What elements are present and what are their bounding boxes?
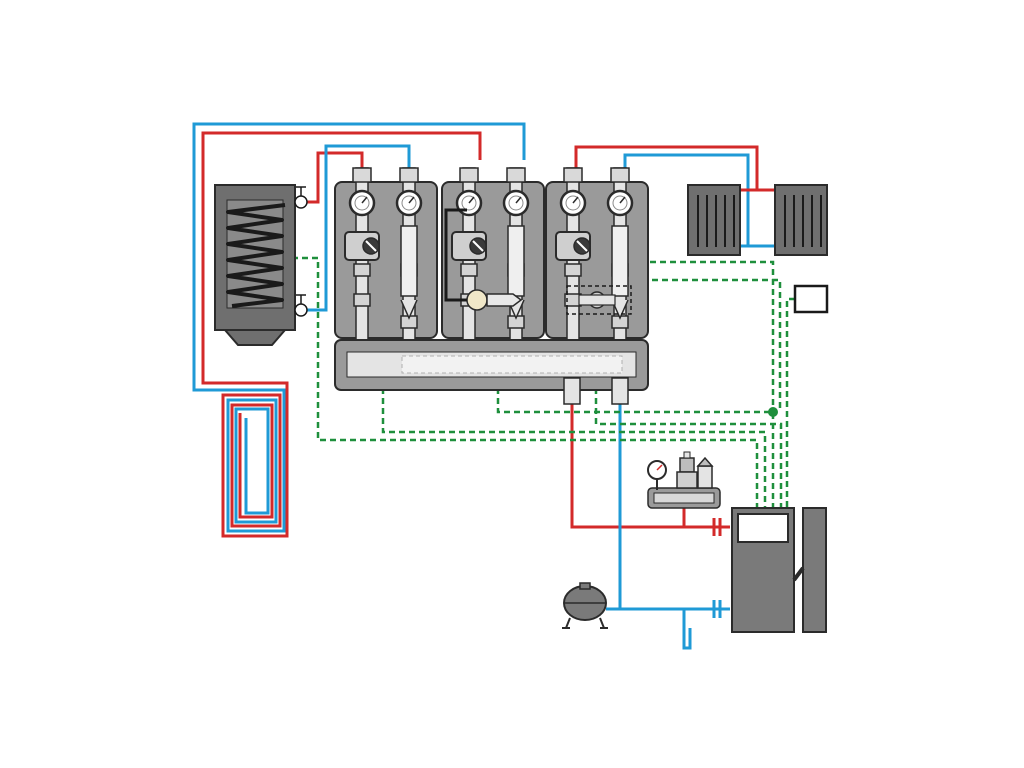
radiator-supply-pipe [574,145,775,192]
pipe-union [564,263,582,277]
ball-valve-cap [610,167,630,183]
wire-room-controller [785,297,795,508]
ball-valve-cap [506,167,526,183]
room-controller [793,284,829,314]
tank-lower-valve-icon [294,294,308,317]
check-valve-body [400,225,418,297]
floor-heating-supply-pipe [201,131,482,538]
tank-upper-valve-icon [294,186,308,209]
tank-return-pipe [296,144,411,312]
hot-water-storage-tank [214,184,308,346]
pipe-union [353,263,371,277]
return-union-icon [712,600,722,618]
pump-station-direct [334,167,438,345]
boiler [731,507,795,633]
safety-group [647,451,721,509]
boiler-controller-cable [792,566,805,582]
wire-station3-pump [594,268,783,508]
expansion-vessel [562,582,608,629]
ball-valve-cap [563,167,583,183]
hydraulic-manifold [334,339,649,405]
manifold-outlet-right [611,377,629,405]
boiler-display [737,513,789,543]
radiator-return-pipe [623,153,775,248]
pipe-union [353,293,371,307]
heating-coil [226,203,286,308]
wire-mixer-top [612,278,782,412]
air-vent-icon [676,451,698,489]
pipe-union [460,263,478,277]
mixing-actuator-outline [566,285,632,315]
ball-valve-cap [352,167,372,183]
radiator-left [687,184,741,256]
ball-valve-cap [459,167,479,183]
safety-valve-icon [696,456,714,489]
pump-stations [334,167,649,345]
boiler-controller [802,507,827,633]
floor-heating-return-pipe [192,122,526,533]
drain-pipe [682,609,692,650]
wiring-junction [768,407,778,417]
thermostat-capillary [444,208,467,302]
radiator-right [774,184,828,256]
check-valve-body [611,225,629,297]
boiler-supply-pipe [570,400,730,529]
pump-station-mixing-valve [545,167,649,345]
supply-union-icon [712,518,722,536]
mixing-valve-icon [466,289,488,311]
manifold-outlet-left [563,377,581,405]
tank-supply-pipe [296,151,364,204]
safety-pressure-gauge-icon [647,460,667,490]
pump-station-mixing [441,167,545,345]
ball-valve-cap [399,167,419,183]
pipe-network [192,122,775,650]
check-valve-body [507,225,525,297]
